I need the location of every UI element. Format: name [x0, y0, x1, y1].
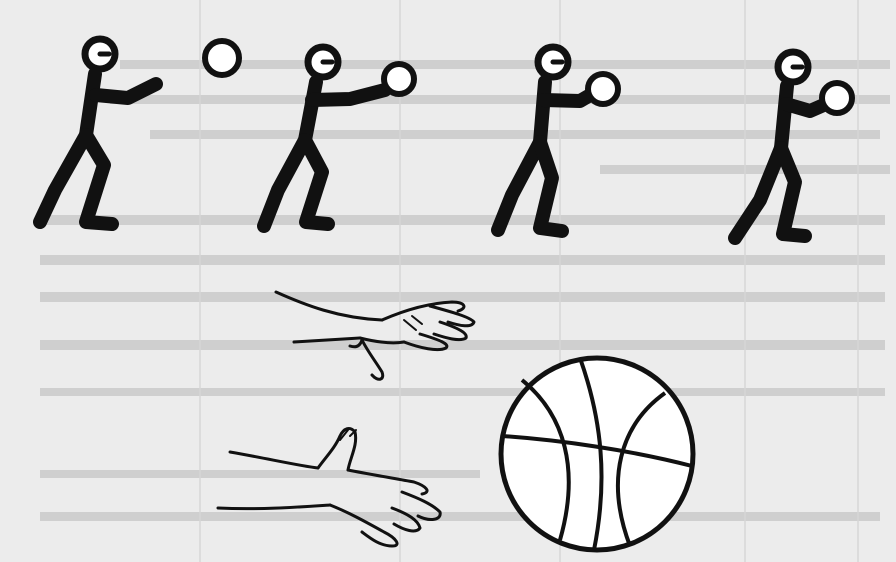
ball-icon — [384, 64, 414, 94]
ball-icon — [205, 41, 239, 75]
basketball-icon — [501, 358, 693, 550]
ball-icon — [822, 83, 852, 113]
ball-icon — [588, 74, 618, 104]
